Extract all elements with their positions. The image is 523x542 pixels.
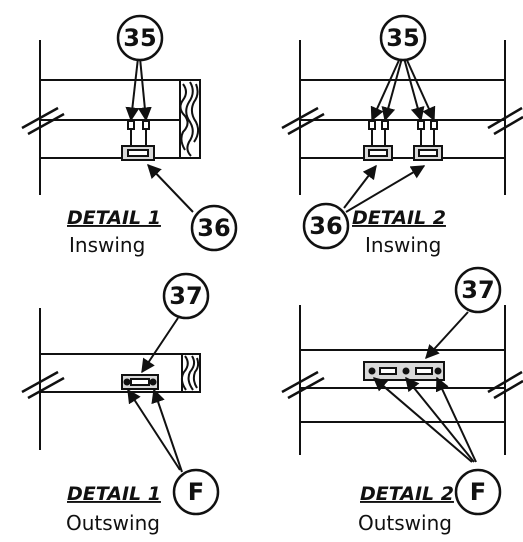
break-symbol-icon (21, 106, 65, 136)
detail-subtitle: Outswing (358, 511, 452, 535)
callout-f-label: F (470, 478, 486, 506)
callout-circle (162, 272, 210, 320)
detail-2-outswing-drawing (281, 305, 523, 463)
hardware-plate (121, 145, 155, 161)
wall-section-icon (179, 79, 201, 159)
hardware-plate (363, 145, 393, 161)
callout-37-label: 37 (169, 282, 202, 310)
callout-36-label: 36 (309, 212, 342, 240)
callout-circle (172, 468, 220, 516)
detail-subtitle: Outswing (66, 511, 160, 535)
detail-1-inswing-drawing (21, 40, 201, 213)
hardware-plate (121, 374, 159, 390)
hardware-plate (413, 145, 443, 161)
break-symbol-icon (21, 370, 65, 400)
callout-circle (116, 14, 164, 62)
callout-circle (454, 266, 502, 314)
detail-title: DETAIL 1 (67, 483, 161, 505)
detail-title: DETAIL 2 (360, 483, 454, 505)
callout-35-label: 35 (386, 24, 419, 52)
detail-title: DETAIL 1 (67, 207, 161, 229)
callout-circle (190, 204, 238, 252)
wall-section-icon (180, 353, 201, 393)
detail-subtitle: Inswing (365, 233, 441, 257)
detail-title: DETAIL 2 (352, 207, 446, 229)
callout-circle (302, 202, 350, 250)
callout-f-label: F (188, 478, 204, 506)
callout-35-label: 35 (123, 24, 156, 52)
callout-circle (379, 14, 427, 62)
hardware-plate (363, 361, 445, 381)
break-symbol-icon (281, 106, 523, 136)
detail-1-outswing-drawing (21, 308, 201, 473)
callout-37-label: 37 (461, 276, 494, 304)
callout-circle (454, 468, 502, 516)
detail-subtitle: Inswing (69, 233, 145, 257)
break-symbol-icon (281, 370, 523, 400)
callout-36-label: 36 (197, 214, 230, 242)
detail-2-inswing-drawing (281, 40, 523, 213)
